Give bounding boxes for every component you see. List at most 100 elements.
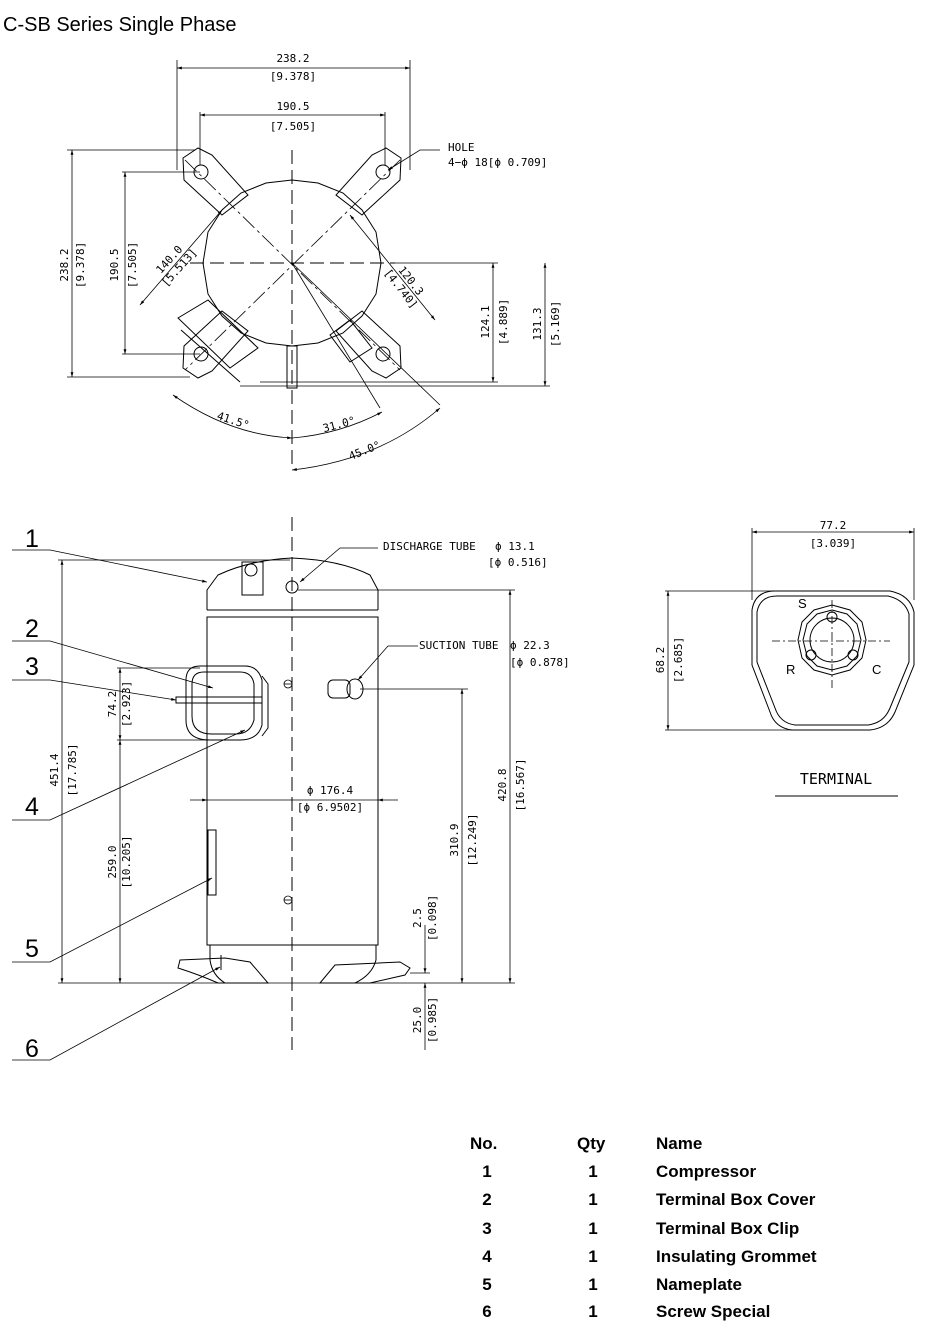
callout-5: 5 [25,935,39,963]
discharge-tube [285,580,299,594]
svg-text:Screw Special: Screw Special [656,1302,770,1321]
top-view: 238.2 [9.378] 190.5 [7.505] 238.2 [9.378… [58,52,562,471]
svg-text:Nameplate: Nameplate [656,1275,742,1294]
dim-text: 310.9 [448,823,461,856]
discharge-stub [286,345,298,389]
mount-hole [375,346,391,362]
compressor-body [206,616,379,946]
terminal-outline [751,590,915,731]
dim-text: [7.505] [126,242,139,288]
svg-text:6: 6 [482,1302,491,1321]
dim-text: ϕ 176.4 [307,784,354,797]
callout-4: 4 [25,793,39,821]
dim-text: [10.205] [120,836,133,889]
dim-text: 131.3 [531,307,544,340]
table-row: 2 1 Terminal Box Cover [482,1190,815,1209]
terminal-box-top [177,299,259,369]
pin-c-label: C [872,662,881,677]
svg-text:Compressor: Compressor [656,1162,757,1181]
terminal-view: 77.2 [3.039] 68.2 [2.685] S R C TERMINAL [654,519,915,797]
pin-r [805,649,817,661]
hole-spec: 4−ϕ 18[ϕ 0.709] [448,156,547,169]
discharge-tube-label: DISCHARGE TUBE [383,540,476,553]
svg-text:1: 1 [588,1190,597,1209]
suction-fitting [329,319,373,363]
header-qty: Qty [577,1134,606,1153]
mount-hole [375,164,391,180]
dim-text: 238.2 [276,52,309,65]
dim-text: [16.567] [514,759,527,812]
dim-text: 2.5 [411,908,424,928]
svg-text:1: 1 [588,1162,597,1181]
dim-text: [17.785] [66,744,79,797]
callouts: 1 2 3 4 5 6 [12,525,246,1063]
dim-text: [ϕ 6.9502] [297,801,363,814]
dim-text: [2.685] [672,637,685,683]
header-name: Name [656,1134,702,1153]
dim-text: 77.2 [820,519,847,532]
dim-text: 420.8 [496,768,509,801]
mounting-foot [177,957,270,984]
table-row: 4 1 Insulating Grommet [482,1247,817,1266]
svg-text:5: 5 [482,1275,491,1294]
dim-text: [9.378] [270,70,316,83]
lifting-lug [241,561,264,596]
suction-tube [327,678,364,700]
header-no: No. [470,1134,497,1153]
svg-text:Terminal Box Clip: Terminal Box Clip [656,1219,799,1238]
callout-3: 3 [25,653,39,681]
dim-text: [4.889] [497,299,510,345]
svg-text:Terminal Box Cover: Terminal Box Cover [656,1190,816,1209]
dim-text: [0.985] [426,997,439,1043]
callout-1: 1 [25,525,39,553]
side-view: 451.4 [17.785] 74.2 [2.923] 259.0 [10.20… [12,517,570,1063]
dim-text: 451.4 [48,753,61,786]
dim-text: [9.378] [74,242,87,288]
svg-text:1: 1 [588,1247,597,1266]
mounting-foot [318,961,411,984]
callout-6: 6 [25,1035,39,1063]
dim-text: [5.169] [549,301,562,347]
pin-c [847,649,859,661]
terminal-caption: TERMINAL [800,770,872,788]
dim-text: [12.249] [466,814,479,867]
dim-text: ϕ 22.3 [510,639,550,652]
svg-text:4: 4 [482,1247,492,1266]
dim-text: ϕ 13.1 [495,540,535,553]
dim-text: [ϕ 0.516] [488,556,548,569]
terminal-box-clip [175,696,263,704]
table-row: 5 1 Nameplate [482,1275,742,1294]
dim-text: 25.0 [411,1007,424,1034]
callout-2: 2 [25,615,39,643]
dim-text: 190.5 [108,248,121,281]
svg-text:2: 2 [482,1190,491,1209]
dim-text: 190.5 [276,100,309,113]
terminal-box [175,665,269,741]
svg-text:1: 1 [588,1275,597,1294]
dim-text: [2.923] [120,681,133,727]
svg-text:Insulating Grommet: Insulating Grommet [656,1247,817,1266]
dim-text: [7.505] [270,120,316,133]
dim-text: 259.0 [106,845,119,878]
angle-text: 45.0° [347,439,383,463]
nameplate [207,829,217,896]
angle-text: 31.0° [321,414,356,435]
angle-text: 41.5° [215,409,251,432]
sheet-title: C-SB Series Single Phase [3,14,236,36]
hole-leader [387,149,440,171]
dim-text: 74.2 [106,691,119,718]
dim-text: 68.2 [654,647,667,674]
hole-label: HOLE [448,141,475,154]
dim-text: [0.098] [426,895,439,941]
top-dome [206,557,379,610]
pin-s-label: S [798,596,807,611]
pin-r-label: R [786,662,795,677]
dim-text: 124.1 [479,305,492,338]
svg-text:3: 3 [482,1219,491,1238]
dim-text: [ϕ 0.878] [510,656,570,669]
